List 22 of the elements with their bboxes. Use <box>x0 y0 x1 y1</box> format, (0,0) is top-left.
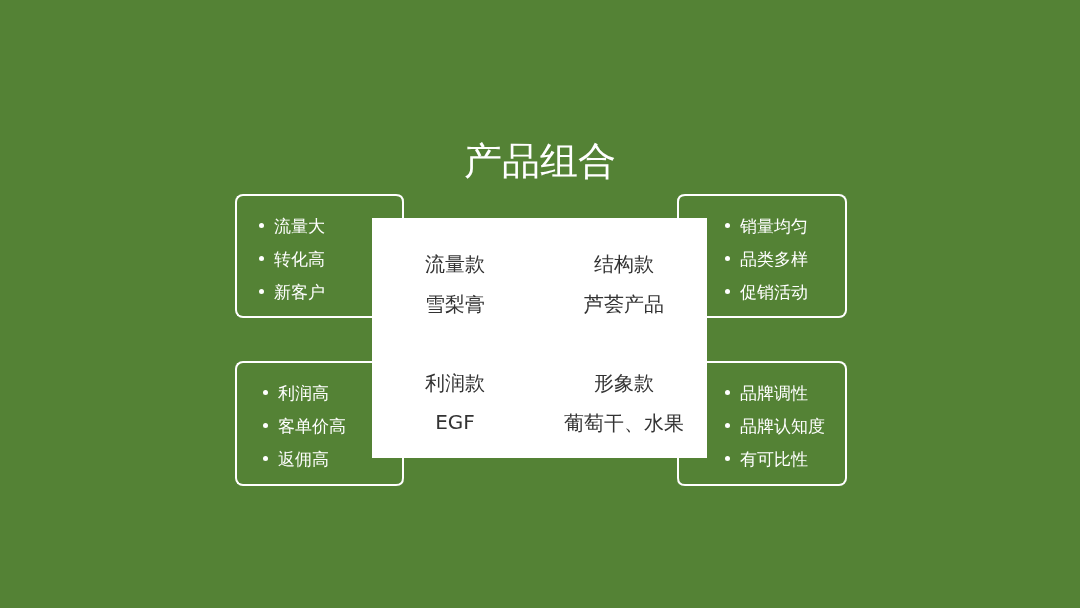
list-text: 新客户 <box>274 282 325 302</box>
list-text: 流量大 <box>274 216 325 236</box>
product-label: EGF <box>435 410 475 434</box>
list-text: 品牌认知度 <box>740 416 825 436</box>
product-panel <box>372 218 707 458</box>
title: 产品组合 <box>464 138 616 185</box>
product-label: 葡萄干、水果 <box>564 410 684 437</box>
category-label: 结构款 <box>594 251 654 278</box>
category-label: 形象款 <box>594 370 654 397</box>
list-text: 客单价高 <box>278 416 346 436</box>
list-text: 返佣高 <box>278 449 329 469</box>
category-label: 流量款 <box>425 251 485 278</box>
list-text: 品类多样 <box>740 249 808 269</box>
list-text: 利润高 <box>278 383 329 403</box>
list-text: 有可比性 <box>740 449 808 469</box>
list-text: 销量均匀 <box>740 216 808 236</box>
product-label: 芦荟产品 <box>584 291 664 318</box>
category-label: 利润款 <box>425 370 485 397</box>
list-text: 品牌调性 <box>740 383 808 403</box>
list-text: 转化高 <box>274 249 325 269</box>
product-label: 雪梨膏 <box>425 291 485 318</box>
list-text: 促销活动 <box>740 282 808 302</box>
